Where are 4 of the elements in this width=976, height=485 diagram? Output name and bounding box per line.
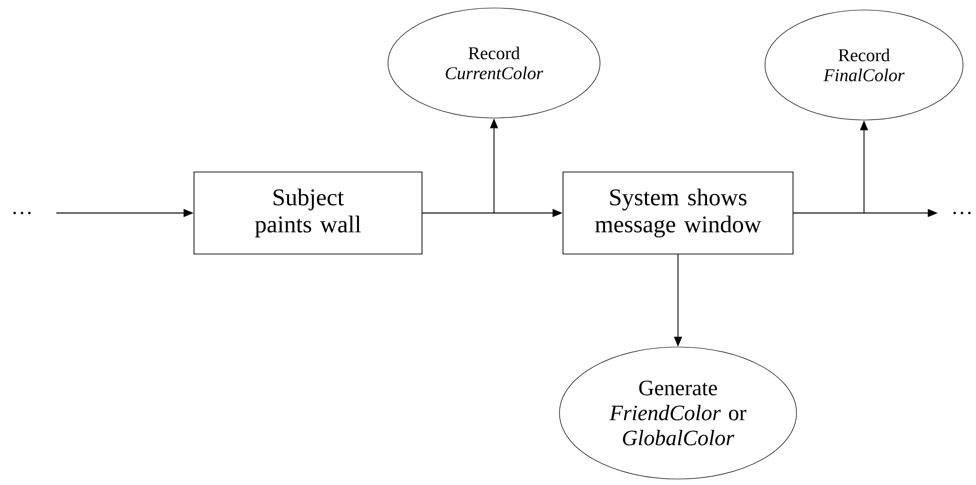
process-box: Subject paints wall bbox=[194, 172, 422, 254]
ellipsis-text: … bbox=[953, 212, 971, 214]
ellipsis-text: … bbox=[13, 212, 31, 214]
process-box: System shows message window bbox=[562, 172, 794, 254]
